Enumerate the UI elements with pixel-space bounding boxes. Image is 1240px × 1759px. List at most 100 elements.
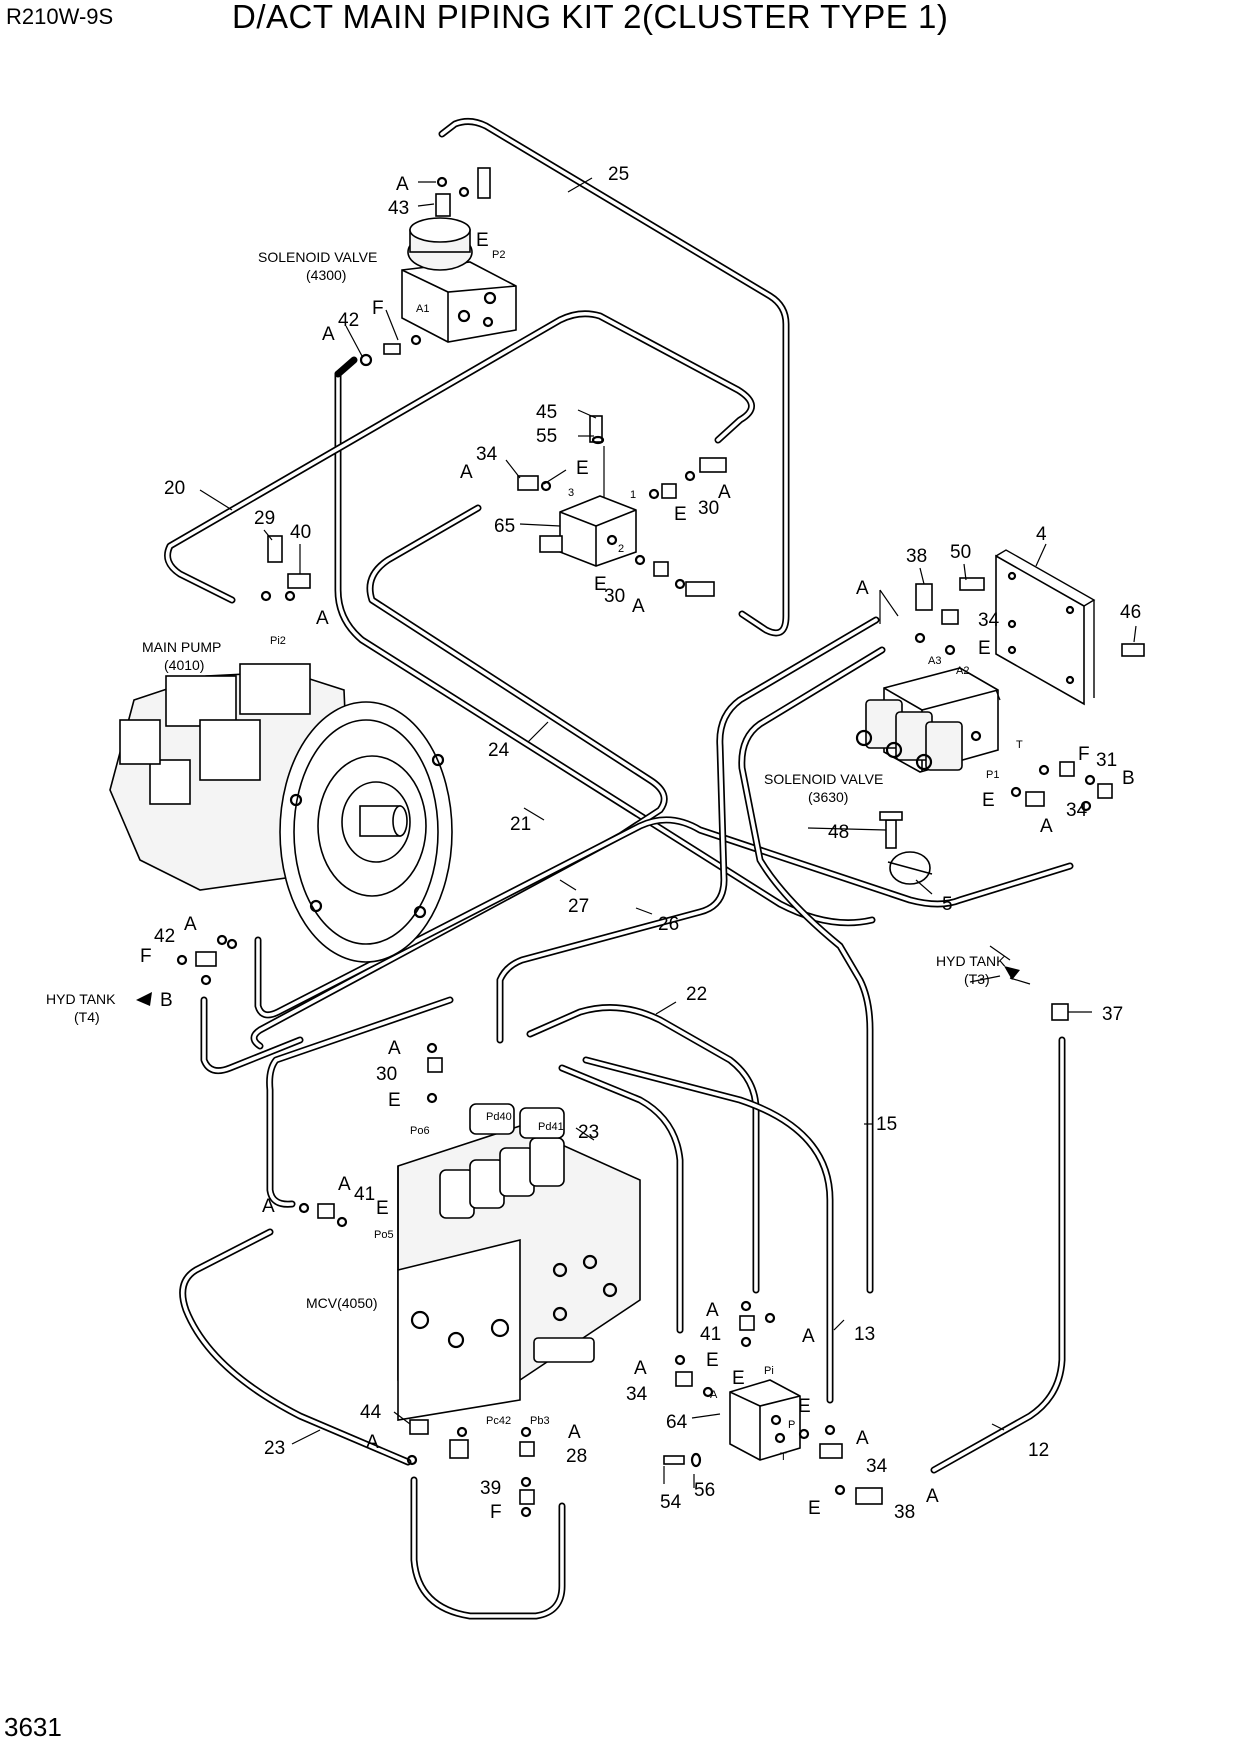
callout-A: A [926, 1486, 939, 1507]
port-pd41: Pd41 [538, 1121, 564, 1133]
callout-A: A [1040, 816, 1053, 837]
callout-A: A [366, 1432, 379, 1453]
callout-A: A [706, 1300, 719, 1321]
main-pump-code: (4010) [164, 657, 204, 673]
mcv-4050 [397, 1103, 641, 1421]
callout-38: 38 [894, 1502, 915, 1523]
solenoid-valve-3630 [855, 667, 999, 773]
callout-E: E [576, 458, 589, 479]
callout-E: E [476, 230, 489, 251]
callout-24: 24 [488, 740, 510, 761]
callout-E: E [808, 1498, 821, 1519]
callout-30: 30 [376, 1064, 397, 1085]
callout-F: F [140, 946, 152, 967]
valve-65 [539, 495, 637, 567]
solenoid-4300-code: (4300) [306, 267, 346, 283]
mounting-plate-4 [995, 549, 1096, 706]
port-a1: A1 [416, 303, 429, 315]
callout-38: 38 [906, 546, 927, 567]
callout-50: 50 [950, 542, 971, 563]
callout-4: 4 [1036, 524, 1047, 545]
callout-E: E [594, 574, 607, 595]
hyd-tank-t4-name: HYD TANK [46, 991, 116, 1007]
callout-64: 64 [666, 1412, 688, 1433]
port-3: 3 [568, 487, 574, 499]
port-t: T [1016, 739, 1023, 751]
model-code: R210W-9S [6, 4, 114, 29]
callout-30: 30 [604, 586, 625, 607]
leader-lines [199, 177, 1137, 1488]
callout-30: 30 [698, 498, 719, 519]
callout-44: 44 [360, 1402, 382, 1423]
hose-lines [164, 117, 1074, 1620]
port-pc42: Pc42 [486, 1415, 511, 1427]
solenoid-3630-code: (3630) [808, 789, 848, 805]
hyd-tank-t3-code: (T3) [964, 971, 990, 987]
callout-A: A [802, 1326, 815, 1347]
callout-65: 65 [494, 516, 515, 537]
hyd-tank-t4-code: (T4) [74, 1009, 100, 1025]
callout-E: E [706, 1350, 719, 1371]
solenoid-3630-name: SOLENOID VALVE [764, 771, 883, 787]
hyd-tank-t3-name: HYD TANK [936, 953, 1006, 969]
callout-A: A [632, 596, 645, 617]
port-p-64: P [788, 1419, 795, 1431]
callout-E: E [982, 790, 995, 811]
callout-E: E [978, 638, 991, 659]
callout-46: 46 [1120, 602, 1141, 623]
port-2: 2 [618, 543, 624, 555]
solenoid-valve-4300 [401, 217, 517, 343]
callout-labels: 25 A 43 E F 42 A 45 55 34 A E 65 A E 30 … [140, 164, 1141, 1523]
callout-E: E [798, 1396, 811, 1417]
callout-A: A [634, 1358, 647, 1379]
arrow-to-t4 [136, 992, 152, 1006]
hose-15 [738, 646, 886, 1294]
valve-64 [729, 1379, 801, 1461]
callout-E: E [674, 504, 687, 525]
callout-13: 13 [854, 1324, 875, 1345]
callout-F: F [1078, 744, 1090, 765]
callout-A: A [262, 1196, 275, 1217]
callout-B: B [160, 990, 173, 1011]
port-p1: P1 [986, 769, 999, 781]
port-labels: P2 A1 Pi2 3 1 2 A3 A2 T P1 Po6 Pd40 Pd41… [270, 249, 1023, 1463]
callout-A: A [316, 608, 329, 629]
mcv-label: MCV(4050) [306, 1295, 378, 1311]
callout-56: 56 [694, 1480, 715, 1501]
callout-F: F [490, 1502, 502, 1523]
port-po6: Po6 [410, 1125, 430, 1137]
hose-26 [496, 616, 880, 1044]
callout-55: 55 [536, 426, 557, 447]
callout-E: E [388, 1090, 401, 1111]
page-number: 3631 [4, 1712, 62, 1742]
callout-41: 41 [700, 1324, 721, 1345]
callout-43: 43 [388, 198, 409, 219]
hose-23-lower [179, 1228, 412, 1466]
callout-54: 54 [660, 1492, 682, 1513]
callout-29: 29 [254, 508, 275, 529]
callout-E: E [376, 1198, 389, 1219]
main-pump-4010 [109, 663, 453, 963]
port-1: 1 [630, 489, 636, 501]
callout-39: 39 [480, 1478, 501, 1499]
callout-23: 23 [578, 1122, 599, 1143]
hose-42-line [334, 356, 358, 378]
callout-48: 48 [828, 822, 849, 843]
callout-42: 42 [338, 310, 359, 331]
callout-20: 20 [164, 478, 185, 499]
port-pd40: Pd40 [486, 1111, 512, 1123]
callout-B: B [1122, 768, 1135, 789]
callout-E: E [732, 1368, 745, 1389]
callout-A: A [718, 482, 731, 503]
callout-A: A [460, 462, 473, 483]
callout-21: 21 [510, 814, 531, 835]
port-pi: Pi [764, 1365, 774, 1377]
hose-20 [164, 310, 755, 604]
callout-28: 28 [566, 1446, 587, 1467]
diagram-title: D/ACT MAIN PIPING KIT 2(CLUSTER TYPE 1) [232, 0, 949, 35]
component-labels: SOLENOID VALVE (4300) MAIN PUMP (4010) S… [46, 249, 1020, 1311]
callout-A: A [856, 578, 869, 599]
port-p2: P2 [492, 249, 505, 261]
